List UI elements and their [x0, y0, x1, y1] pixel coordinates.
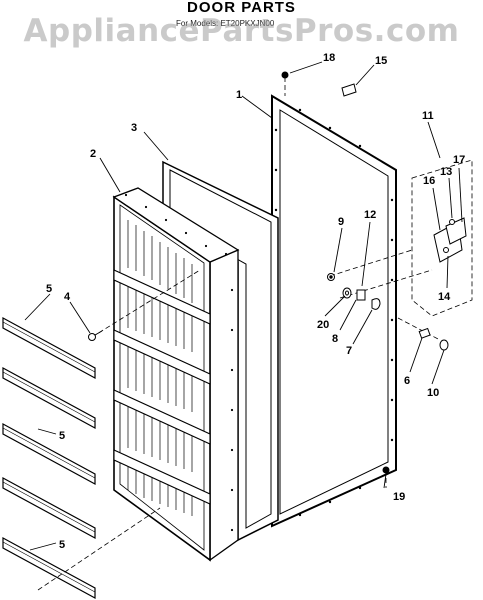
screw-4 — [88, 330, 103, 341]
cam-7 — [371, 298, 381, 310]
door-rails — [2, 316, 96, 600]
diagram-title: DOOR PARTS — [187, 0, 296, 16]
label-15 — [341, 83, 357, 97]
callout-12: 12 — [364, 209, 376, 221]
stud-20 — [327, 273, 335, 281]
callout-20: 20 — [317, 319, 329, 331]
callout-5-middle: 5 — [59, 430, 65, 442]
callout-4: 4 — [64, 291, 71, 303]
callout-11: 11 — [422, 110, 434, 122]
callout-14: 14 — [438, 291, 451, 303]
diagram-subtitle: For Models: ET20PKXJN00 — [176, 19, 275, 28]
screw-18 — [281, 71, 289, 79]
screw-19 — [382, 466, 390, 474]
washer-8 — [342, 287, 352, 299]
bracket-12 — [356, 289, 366, 301]
hinge-14 — [433, 217, 467, 263]
callout-15: 15 — [375, 55, 387, 67]
callout-18: 18 — [323, 52, 335, 64]
bushing-6 — [418, 327, 431, 339]
assembly-lines — [37, 77, 473, 591]
callout-13: 13 — [440, 166, 452, 178]
callout-19: 19 — [393, 491, 405, 503]
callout-8: 8 — [332, 333, 338, 345]
callout-5-top: 5 — [46, 283, 52, 295]
inner-door-liner — [112, 187, 240, 562]
callout-1: 1 — [236, 89, 242, 101]
callout-6: 6 — [404, 375, 410, 387]
leader-lines — [24, 61, 463, 551]
callout-3: 3 — [131, 122, 137, 134]
callout-5-bottom: 5 — [59, 539, 65, 551]
callout-numbers: 1 2 3 4 5 5 5 6 7 8 9 10 11 12 13 14 15 … — [46, 52, 465, 551]
callout-9: 9 — [338, 216, 344, 228]
door-outer-panel — [271, 94, 397, 528]
callout-17: 17 — [453, 154, 465, 166]
callout-7: 7 — [346, 345, 352, 357]
pin-10 — [439, 339, 449, 351]
hardware-parts — [88, 71, 467, 474]
callout-10: 10 — [427, 387, 439, 399]
callout-2: 2 — [90, 148, 96, 160]
callout-16: 16 — [423, 175, 435, 187]
site-watermark: AppliancePartsPros.com — [23, 13, 460, 49]
